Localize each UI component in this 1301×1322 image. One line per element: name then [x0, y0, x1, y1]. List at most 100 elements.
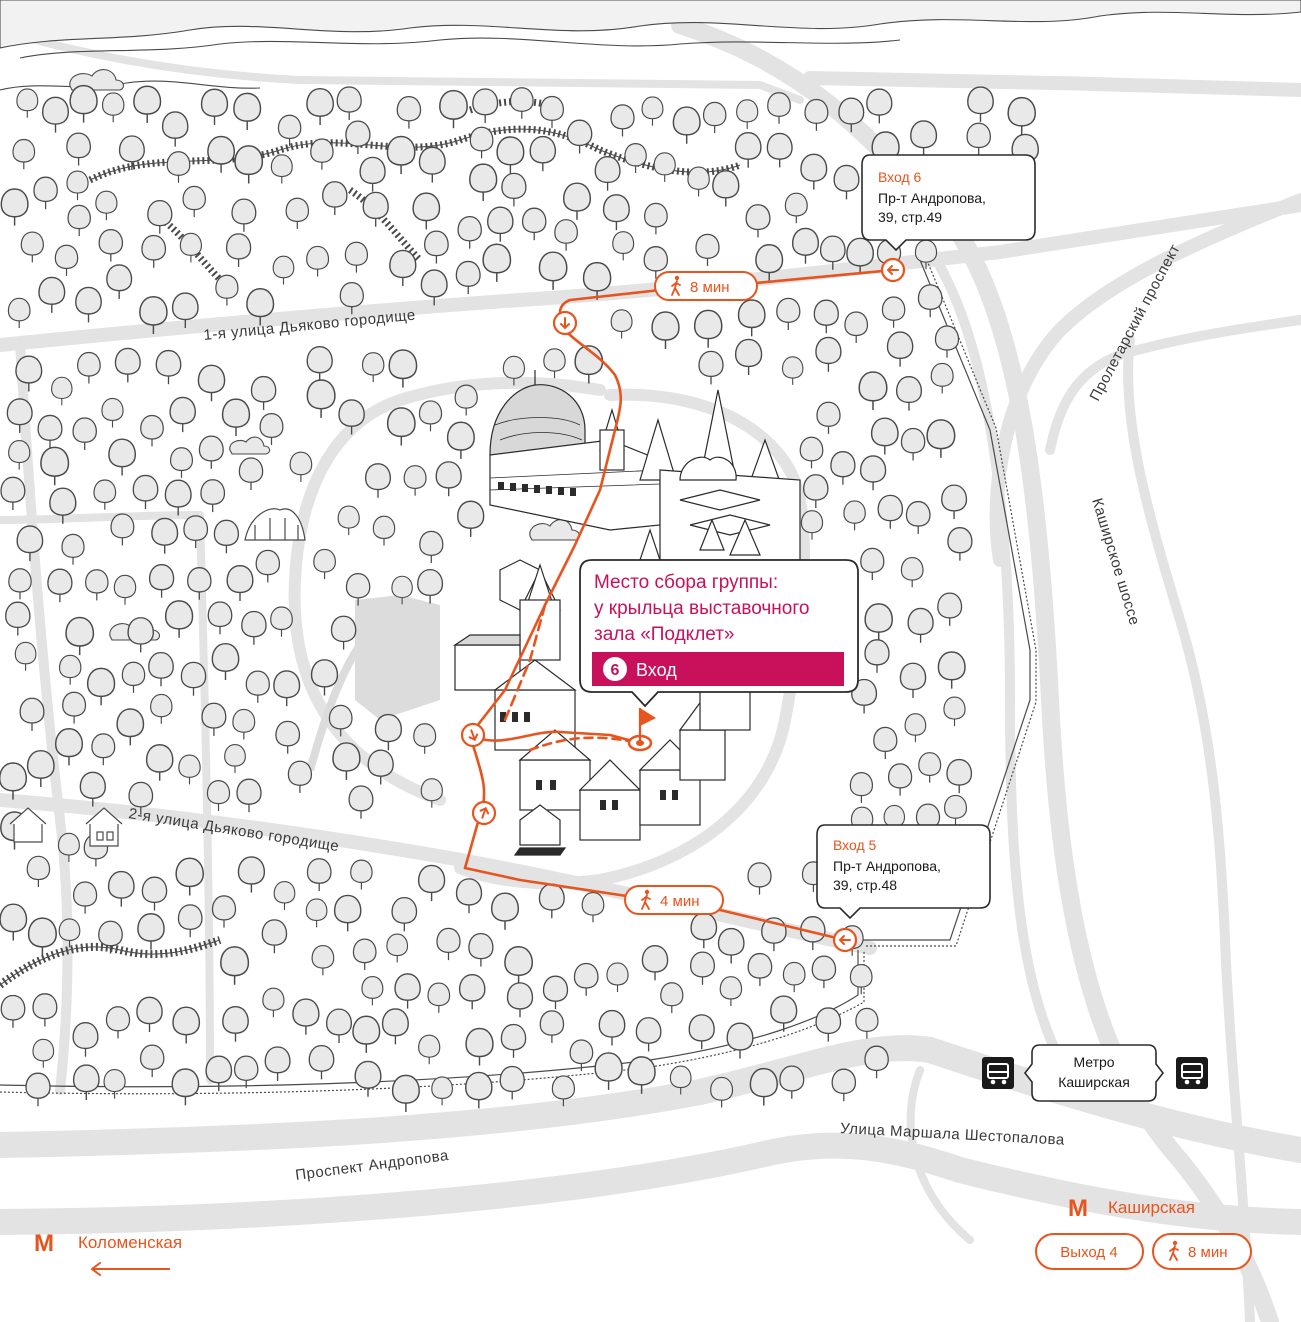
tree-icon [108, 438, 137, 477]
tree-icon [866, 88, 893, 125]
metro-station-name: Коломенская [78, 1233, 182, 1252]
street-label: Проспект Андропова [294, 1147, 450, 1184]
tree-icon [27, 917, 57, 957]
tree-icon [200, 88, 229, 126]
tree-icon [804, 98, 829, 132]
tree-icon [0, 994, 26, 1029]
tree-icon [344, 241, 369, 274]
tree-icon [103, 1068, 126, 1100]
tree-icon [457, 500, 485, 538]
entrance-6-callout[interactable]: Вход 6 Пр-т Андропова, 39, стр.49 [861, 154, 1036, 252]
tree-icon [886, 331, 914, 368]
tree-icon [431, 1076, 453, 1106]
tree-icon [672, 106, 701, 145]
tree-icon [0, 903, 28, 942]
tree-icon [386, 135, 416, 175]
tree-icon [361, 352, 385, 383]
tree-icon [305, 898, 328, 928]
tree-icon [308, 1044, 335, 1080]
tree-icon [14, 641, 37, 672]
meeting-point-marker[interactable] [627, 708, 656, 752]
tree-icon [215, 274, 239, 307]
tree-icon [966, 122, 991, 156]
tree-icon [566, 119, 593, 155]
tree-icon [418, 1034, 441, 1065]
tree-icon [881, 296, 906, 329]
tree-icon [270, 154, 293, 185]
tree-icon [348, 785, 374, 820]
tree-icon [101, 92, 125, 123]
route-dashed-inner [503, 603, 547, 722]
tree-icon [529, 135, 557, 172]
bus-stop-label: Каширская [1058, 1074, 1130, 1090]
arrow-marker [460, 722, 486, 748]
tree-icon [598, 1009, 626, 1047]
arrow-marker [880, 257, 906, 283]
tree-icon [799, 436, 824, 469]
tree-icon [877, 494, 904, 530]
tree-icon [136, 996, 163, 1033]
entrance-5-callout[interactable]: Вход 5 Пр-т Андропова, 39, стр.48 [816, 824, 991, 920]
tree-icon [386, 407, 416, 447]
tree-icon [107, 870, 135, 908]
tree-icon [895, 376, 923, 412]
tree-icon [917, 284, 943, 318]
bus-stop[interactable]: Метро Каширская [981, 1044, 1209, 1102]
tree-icon [811, 955, 837, 989]
tree-icon [72, 1064, 100, 1101]
tree-icon [844, 311, 869, 344]
tree-icon [831, 1068, 857, 1102]
tree-icon [641, 944, 669, 981]
tree-icon [689, 951, 716, 986]
tree-icon [133, 85, 162, 124]
tree-icon [66, 170, 89, 201]
tree-icon [233, 92, 262, 131]
tree-icon [110, 513, 135, 547]
tree-icon [86, 667, 116, 707]
tree-icon [221, 398, 251, 437]
tree-icon [200, 479, 226, 513]
tree-icon [354, 1060, 382, 1098]
tree-icon [651, 311, 680, 350]
tree-icon [273, 670, 301, 707]
tree-icon [501, 172, 527, 208]
tree-icon [749, 1067, 778, 1107]
tree-icon [231, 198, 257, 233]
tree-icon [482, 243, 512, 283]
route-entrance-5 [463, 866, 847, 942]
tree-icon [554, 219, 578, 252]
park-fence [0, 257, 1037, 1095]
tree-icon [171, 1068, 200, 1107]
entrance-title: Вход 6 [878, 169, 922, 185]
tree-icon [396, 95, 422, 130]
tree-icon [33, 176, 58, 210]
metro-walk-time: 8 мин [1188, 1244, 1228, 1261]
metro-exit-pill[interactable] [1035, 1233, 1144, 1270]
tree-icon [65, 616, 95, 656]
metro-kolomenskaya[interactable]: М Коломенская [34, 1230, 182, 1276]
tree-icon [612, 231, 635, 261]
entrance-number: 6 [611, 662, 620, 679]
tree-icon [424, 230, 449, 265]
tree-icon [469, 163, 498, 202]
tree-icon [539, 1010, 565, 1044]
tree-icon [234, 145, 264, 185]
tree-icon [40, 446, 70, 487]
tree-icon [306, 858, 332, 892]
tree-icon [273, 880, 296, 911]
gazebo [244, 508, 306, 541]
meeting-point-text: у крыльца выставочного [594, 598, 809, 619]
tree-icon [41, 96, 70, 134]
route-arrows [460, 257, 906, 953]
metro-logo-icon: М [34, 1230, 54, 1257]
tree-icon [504, 946, 534, 986]
meeting-point-text: зала «Подклет» [594, 624, 735, 645]
entrance-badge-label: Вход [636, 660, 677, 680]
tree-icon [93, 479, 117, 511]
tree-icon [465, 1027, 494, 1067]
metro-kashirskaya[interactable]: М Каширская Выход 4 8 мин [1035, 1195, 1252, 1270]
meeting-point-callout[interactable]: Место сбора группы: у крыльца выставочно… [579, 559, 859, 708]
bus-stop-label: Метро [1073, 1054, 1114, 1070]
entrance-address: 39, стр.48 [833, 877, 897, 893]
tree-icon [140, 414, 164, 448]
